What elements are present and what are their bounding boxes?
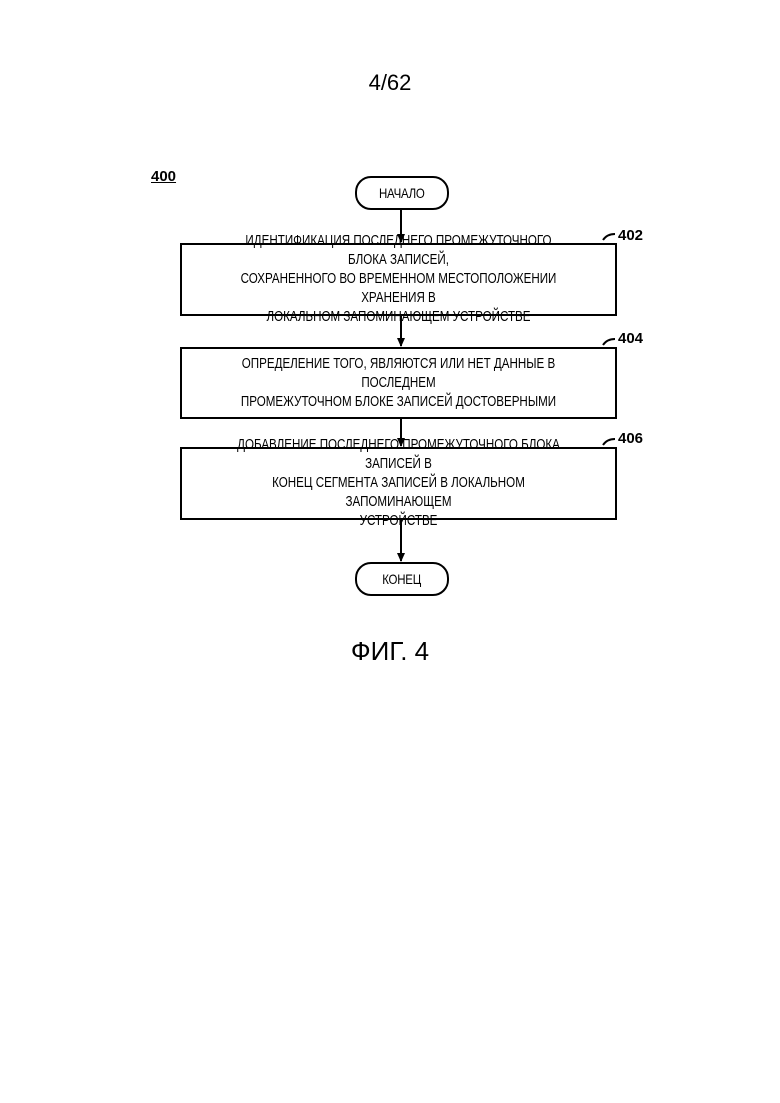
step-404-text: ОПРЕДЕЛЕНИЕ ТОГО, ЯВЛЯЮТСЯ ИЛИ НЕТ ДАННЫ… — [225, 355, 571, 412]
figure-reference-number: 400 — [151, 168, 176, 185]
end-label: КОНЕЦ — [383, 571, 422, 587]
end-terminal: КОНЕЦ — [355, 562, 449, 596]
leader-404 — [603, 339, 615, 345]
step-406-text: ДОБАВЛЕНИЕ ПОСЛЕДНЕГО ПРОМЕЖУТОЧНОГО БЛО… — [225, 436, 571, 531]
leader-402 — [603, 234, 615, 240]
step-402-text: ИДЕНТИФИКАЦИЯ ПОСЛЕДНЕГО ПРОМЕЖУТОЧНОГО … — [225, 232, 571, 327]
leader-406 — [603, 439, 615, 445]
step-ref-404: 404 — [618, 330, 643, 347]
page-number: 4/62 — [0, 70, 780, 96]
process-box-402: ИДЕНТИФИКАЦИЯ ПОСЛЕДНЕГО ПРОМЕЖУТОЧНОГО … — [180, 243, 617, 316]
figure-caption: ФИГ. 4 — [0, 636, 780, 667]
start-terminal: НАЧАЛО — [355, 176, 449, 210]
start-label: НАЧАЛО — [379, 185, 425, 201]
process-box-406: ДОБАВЛЕНИЕ ПОСЛЕДНЕГО ПРОМЕЖУТОЧНОГО БЛО… — [180, 447, 617, 520]
step-ref-406: 406 — [618, 430, 643, 447]
process-box-404: ОПРЕДЕЛЕНИЕ ТОГО, ЯВЛЯЮТСЯ ИЛИ НЕТ ДАННЫ… — [180, 347, 617, 419]
step-ref-402: 402 — [618, 227, 643, 244]
